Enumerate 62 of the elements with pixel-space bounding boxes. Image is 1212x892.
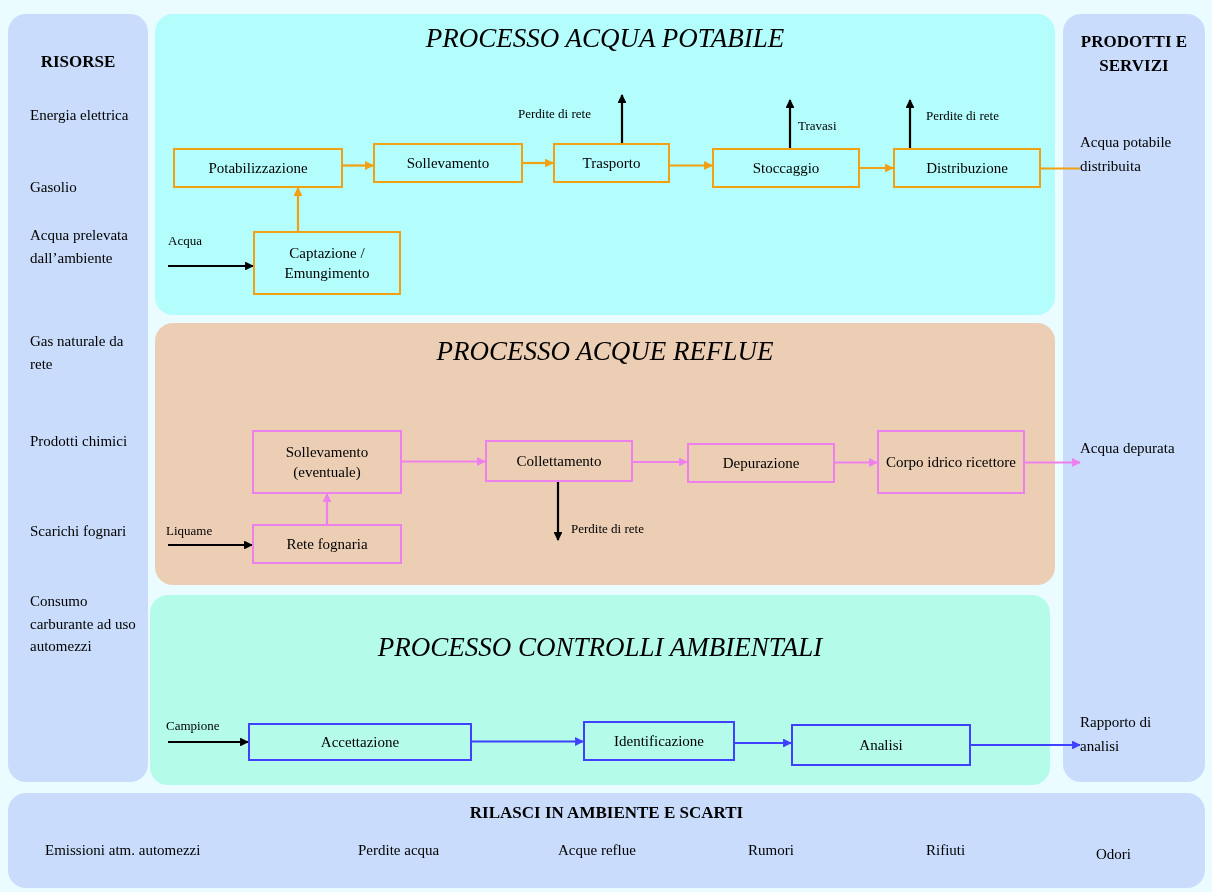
arrow xyxy=(905,99,915,148)
process-panel xyxy=(1063,14,1205,782)
arrow xyxy=(633,457,688,467)
process-box: Distribuzione xyxy=(893,148,1041,188)
panel-title: PROCESSO ACQUA POTABILE xyxy=(424,22,786,55)
arrow xyxy=(971,740,1081,750)
release-label: Emissioni atm. automezzi xyxy=(45,841,202,860)
process-panel xyxy=(150,595,1050,785)
process-box: Accettazione xyxy=(248,723,472,761)
panel-heading: RISORSE xyxy=(39,51,117,73)
arrow xyxy=(735,738,792,748)
resource-label: Scarichi fognari xyxy=(30,522,128,541)
process-box: Corpo idrico ricettore xyxy=(877,430,1025,494)
arrow xyxy=(860,163,894,173)
arrow xyxy=(402,457,486,466)
arrow xyxy=(168,737,249,747)
resource-label: Gasolio xyxy=(30,178,78,197)
process-box: Captazione / Emungimento xyxy=(253,231,401,295)
arrow xyxy=(168,261,254,271)
output-label: Rapporto di analisi xyxy=(1080,710,1190,780)
panel-heading: RILASCI IN AMBIENTE E SCARTI xyxy=(468,802,745,824)
arrow xyxy=(343,161,374,170)
resource-label: Energia elettrica xyxy=(30,106,130,125)
process-panel xyxy=(8,793,1205,888)
arrow xyxy=(322,493,332,524)
process-box: Sollevamento xyxy=(373,143,523,183)
output-label: Acqua potabile distribuita xyxy=(1080,130,1200,208)
release-label: Odori xyxy=(1096,845,1132,864)
process-box: Identificazione xyxy=(583,721,735,761)
process-box: Sollevamento (eventuale) xyxy=(252,430,402,494)
arrow xyxy=(523,158,554,168)
arrow xyxy=(168,540,253,550)
arrow xyxy=(670,161,713,170)
panel-title: PROCESSO CONTROLLI AMBIENTALI xyxy=(376,631,825,664)
process-box: Stoccaggio xyxy=(712,148,860,188)
resource-label: Acqua prelevata dall’ambiente xyxy=(30,226,129,268)
output-label: Acqua depurata xyxy=(1080,436,1180,490)
arrow xyxy=(472,737,584,746)
process-box: Rete fognaria xyxy=(252,524,402,564)
resource-label: Consumo carburante ad uso automezzi xyxy=(30,592,137,656)
panel-heading: PRODOTTI E SERVIZI xyxy=(1079,31,1189,77)
release-label: Rifiuti xyxy=(926,841,967,860)
process-box: Analisi xyxy=(791,724,971,766)
process-box: Depurazione xyxy=(687,443,835,483)
panel-title: PROCESSO ACQUE REFLUE xyxy=(435,335,775,368)
arrow xyxy=(1025,458,1081,467)
process-panel xyxy=(8,14,148,782)
arrow xyxy=(785,99,795,148)
arrow xyxy=(617,94,627,143)
release-label: Perdite acqua xyxy=(358,841,441,860)
arrow xyxy=(835,458,878,467)
resource-label: Gas naturale da rete xyxy=(30,332,125,374)
process-panel xyxy=(155,14,1055,315)
process-box: Potabilizzazione xyxy=(173,148,343,188)
release-label: Rumori xyxy=(748,841,795,860)
process-box: Collettamento xyxy=(485,440,633,482)
arrow xyxy=(293,187,303,231)
process-box: Trasporto xyxy=(553,143,670,183)
release-label: Acque reflue xyxy=(558,841,637,860)
process-panel xyxy=(155,323,1055,585)
resource-label: Prodotti chimici xyxy=(30,432,129,451)
arrow xyxy=(553,482,563,541)
